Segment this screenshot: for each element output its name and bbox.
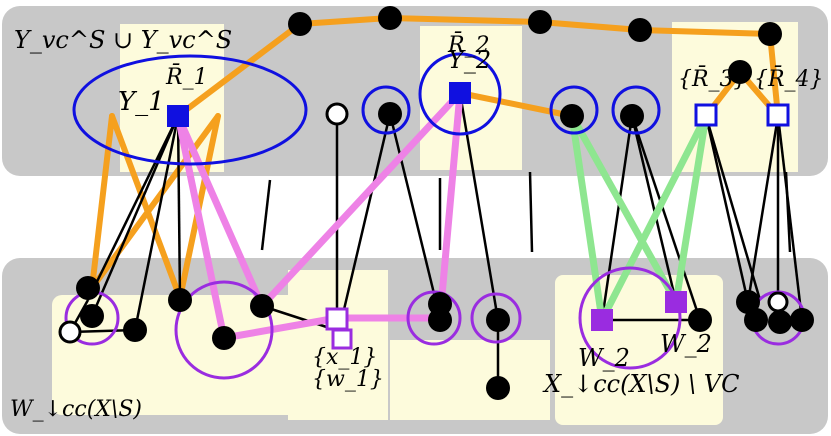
edge-r4-a <box>746 115 780 303</box>
edge-mid-c <box>630 115 678 303</box>
y1-label: Y_1 <box>118 87 165 117</box>
node-big-2 <box>250 294 274 318</box>
purple-circle-mid <box>406 290 462 346</box>
node-white-left <box>58 320 82 344</box>
node-mid-3 <box>486 308 510 332</box>
node-w2-right <box>688 308 712 332</box>
blue-outlines <box>72 52 661 166</box>
edge-y1-d <box>176 115 182 301</box>
edge-r3-a <box>704 115 762 301</box>
pink-edge-4 <box>436 89 464 322</box>
w2-label: W_2 <box>578 344 630 372</box>
node-left-1 <box>76 276 100 300</box>
node-white-top <box>325 102 349 126</box>
blue-circle-4 <box>611 85 661 135</box>
pink-edge-5 <box>220 314 341 342</box>
edge-y1-a <box>86 115 180 301</box>
edge-r3-b <box>704 115 754 321</box>
pink-edge-3 <box>258 89 464 310</box>
pink-edge-2 <box>174 112 266 310</box>
green-edge-2 <box>568 112 680 306</box>
node-r-top <box>728 60 752 84</box>
y1-ellipse <box>72 54 308 166</box>
r3-square <box>694 103 718 127</box>
node-right-2 <box>744 308 768 332</box>
r4-square <box>766 103 790 127</box>
green-edge-3 <box>598 112 710 324</box>
node-left-4 <box>168 288 192 312</box>
y2-square <box>449 82 471 104</box>
square-nodes <box>167 82 790 350</box>
edge-gap-4 <box>784 171 792 253</box>
edge-y1-b <box>90 115 180 317</box>
bottom-region-label: W_↓cc(X\S) <box>10 397 142 422</box>
y1-bar-label: R̄_1 <box>165 63 208 90</box>
edge-gap-1 <box>260 179 272 251</box>
top-region-label: Y_vc^S ∪ Y_vc^S <box>14 26 232 54</box>
edge-gap-3 <box>528 171 534 253</box>
node-white-right <box>767 291 789 313</box>
node-right-1 <box>736 290 760 314</box>
edge-top-1 <box>340 113 392 319</box>
orange-edge-y2-mid <box>457 90 575 119</box>
w2b-square <box>665 291 687 313</box>
blue-circle-3 <box>549 85 599 135</box>
edge-mid-d <box>630 115 702 321</box>
node-blue-1 <box>378 102 402 126</box>
pink-edge-1 <box>174 112 228 342</box>
edge-top-2 <box>388 113 442 319</box>
labels: Y_vc^S ∪ Y_vc^S Y_1 R̄_1 Y_2 R̄_2 {R̄_3}… <box>10 26 824 422</box>
node-top-3 <box>528 10 552 34</box>
node-blue-3 <box>560 104 584 128</box>
orange-edge-left-3 <box>89 113 221 291</box>
x1-label: {x_1} <box>312 345 377 370</box>
edge-r4-c <box>776 115 804 321</box>
edge-y2-down-2 <box>458 92 500 321</box>
green-edges <box>568 112 710 324</box>
r4-label: {R̄_4} <box>754 65 824 92</box>
edge-mid-b <box>600 115 634 321</box>
node-left-3 <box>123 318 147 342</box>
node-big-1 <box>212 326 236 350</box>
orange-edge-left-1 <box>89 113 115 291</box>
node-left-2 <box>80 304 104 328</box>
y2-bar-label: R̄_2 <box>447 31 490 58</box>
y1-square <box>167 105 189 127</box>
y2-label: Y_2 <box>448 46 491 74</box>
w1-label: {w_1} <box>312 367 384 392</box>
node-top-1 <box>288 12 312 36</box>
green-edge-1 <box>568 112 606 324</box>
orange-edge-left-2 <box>109 113 183 301</box>
blue-circle-1 <box>361 85 411 135</box>
node-bottom <box>486 376 510 400</box>
purple-circle-mid2 <box>470 292 522 344</box>
x1-square <box>325 307 349 331</box>
purple-circle-w2 <box>578 266 682 370</box>
w1-square <box>331 328 353 350</box>
r3-label: {R̄_3} <box>678 65 748 92</box>
node-blue-4 <box>620 104 644 128</box>
y2-circle <box>418 52 502 136</box>
white-nodes <box>58 102 789 344</box>
green-edge-4 <box>672 112 710 306</box>
w2b-label: W_2 <box>660 330 712 358</box>
edge-y1-c <box>133 115 180 331</box>
x-down-label: X_↓cc(X\S) \ VC <box>542 370 739 398</box>
black-nodes <box>76 6 814 400</box>
pink-edges <box>174 89 464 342</box>
node-top-5 <box>758 22 782 46</box>
node-mid-2 <box>428 308 452 332</box>
bottom-cream-mid2 <box>390 340 550 420</box>
node-top-4 <box>628 18 652 42</box>
purple-circle-big <box>174 280 274 380</box>
node-top-2 <box>378 6 402 30</box>
w2-square <box>591 309 613 331</box>
node-right-3 <box>768 310 792 334</box>
node-right-4 <box>790 308 814 332</box>
